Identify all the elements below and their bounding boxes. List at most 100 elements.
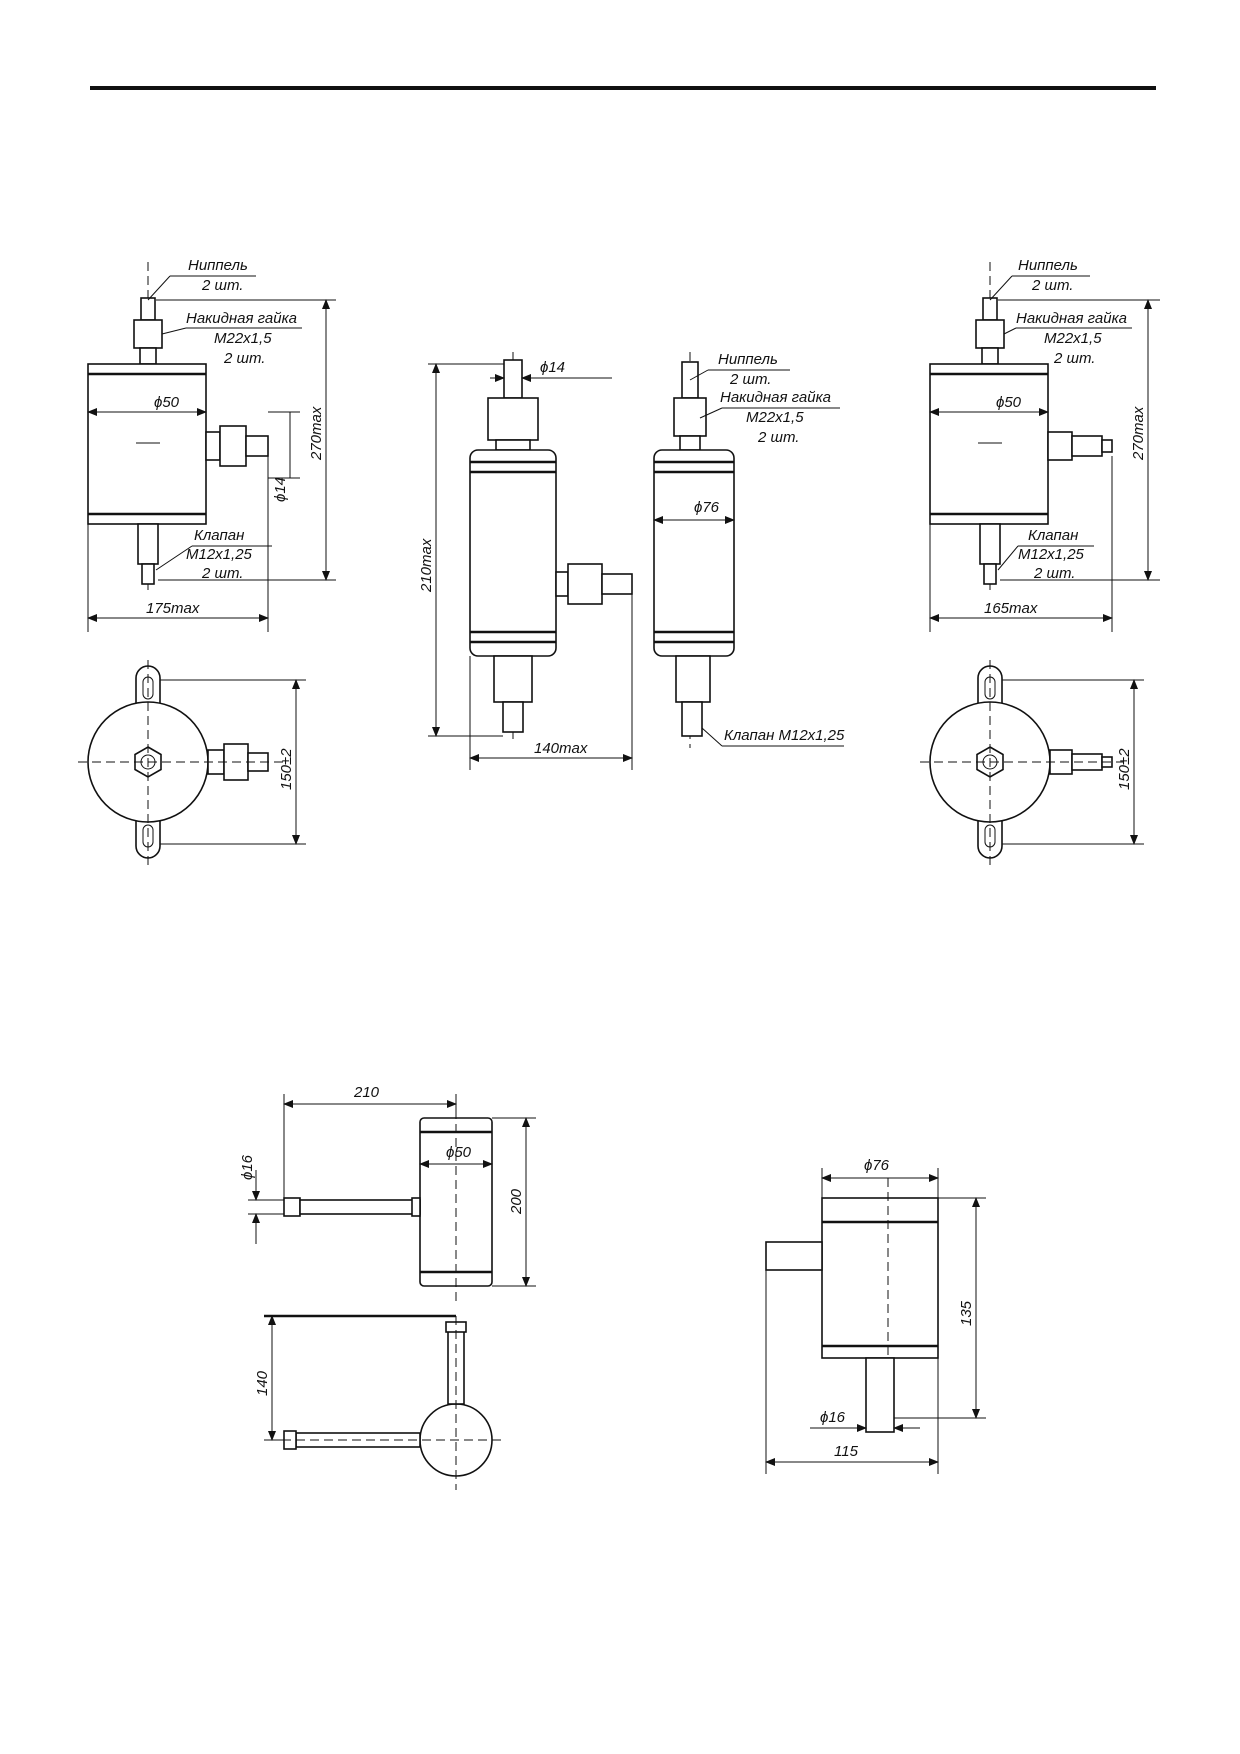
side-tube: [765, 1241, 823, 1271]
leader: [161, 327, 187, 335]
dim-dia-port: ϕ14: [272, 477, 289, 502]
dim-height: 200: [508, 1188, 525, 1215]
side-port-valve: [1071, 435, 1103, 457]
label-valve-thread: M12x1,25: [186, 546, 253, 563]
valve-tip: [502, 701, 524, 733]
dim-height: 270max: [308, 406, 325, 461]
dim-dia-tube: ϕ16: [820, 1409, 846, 1426]
nut-neck: [981, 347, 999, 365]
nut-neck: [139, 347, 157, 365]
dim-dia-body: ϕ76: [694, 499, 720, 516]
label-nut-qty: 2 шт.: [1053, 350, 1095, 367]
leader: [155, 545, 193, 571]
label-nipple: Ниппель: [188, 257, 248, 274]
cylinder-body: [87, 363, 207, 525]
label-nut-qty: 2 шт.: [223, 350, 265, 367]
label-nut-thread: M22x1,5: [1044, 330, 1102, 347]
leader: [997, 545, 1019, 571]
dim-dia-body: ϕ50: [154, 394, 180, 411]
nut-neck: [495, 439, 531, 451]
label-nut: Накидная гайка: [186, 310, 297, 327]
label-nut: Накидная гайка: [1016, 310, 1127, 327]
leader: [147, 275, 171, 301]
leader: [689, 369, 709, 381]
tube: [299, 1199, 421, 1215]
valve-body: [137, 523, 159, 565]
dim-width: 175max: [146, 600, 200, 617]
leader: [699, 407, 723, 419]
label-nipple-qty: 2 шт.: [729, 371, 771, 388]
dim-dia-tube: ϕ16: [239, 1154, 256, 1180]
filter-drier-tall-side-port: ϕ14 210max 140max: [418, 352, 633, 770]
label-valve: Клапан: [194, 527, 244, 544]
valve-tip: [681, 701, 703, 737]
dim-depth: 140: [254, 1370, 271, 1396]
label-nut-qty: 2 шт.: [757, 429, 799, 446]
nipple: [982, 297, 998, 321]
side-port-nut: [567, 563, 603, 605]
header-rule: [90, 86, 1156, 90]
label-valve-qty: 2 шт.: [201, 565, 243, 582]
dim-width: 140max: [534, 740, 588, 757]
dim-length: 210: [353, 1084, 380, 1101]
dim-mount: 150±2: [278, 748, 295, 790]
cylinder-body: [821, 1197, 939, 1359]
nut-neck: [679, 435, 701, 451]
dim-width: 115: [834, 1443, 859, 1460]
cylinder-body: [653, 449, 735, 657]
filter-drier-tall-inline: ϕ76 Ниппель 2 шт. Накидная гайка M22x1,5…: [653, 351, 845, 748]
leader: [1003, 327, 1017, 335]
dim-dia-body: ϕ76: [864, 1157, 890, 1174]
dim-height: 270max: [1130, 406, 1147, 461]
side-port-neck: [205, 431, 221, 461]
cylinder-body: [469, 449, 557, 657]
receiver-plan-view: 140: [254, 1314, 504, 1490]
dim-dia-body: ϕ50: [996, 394, 1022, 411]
side-port-neck: [555, 571, 569, 597]
valve-tip: [983, 563, 997, 585]
label-valve: Клапан M12x1,25: [724, 727, 845, 744]
side-port-neck: [1047, 431, 1073, 461]
dim-dia-body: ϕ50: [446, 1144, 472, 1161]
valve-body: [493, 655, 533, 703]
dim-height: 135: [958, 1300, 975, 1326]
union-nut: [975, 319, 1005, 349]
bottom-tube: [865, 1357, 895, 1433]
dim-dia-port: ϕ14: [540, 359, 565, 376]
filter-drier-plan-view-left: 150±2: [78, 660, 306, 866]
valve-body: [675, 655, 711, 703]
side-port-nipple: [245, 435, 269, 457]
label-nut-thread: M22x1,5: [214, 330, 272, 347]
valve-tip: [141, 563, 155, 585]
label-nipple: Ниппель: [1018, 257, 1078, 274]
filter-drier-side-view-left: ϕ50 ϕ14 270max 175max Ниппель 2 шт. Наки…: [87, 257, 336, 632]
leader: [701, 727, 723, 747]
label-nipple-qty: 2 шт.: [1031, 277, 1073, 294]
receiver-side-view: 210 ϕ50 ϕ16 200: [239, 1084, 536, 1306]
filter-drier-plan-view-right: 150±2: [920, 660, 1144, 866]
tube-end: [283, 1197, 301, 1217]
union-nut: [673, 397, 707, 437]
valve-body: [979, 523, 1001, 565]
tube-flange: [411, 1197, 421, 1217]
label-valve: Клапан: [1028, 527, 1078, 544]
label-valve-qty: 2 шт.: [1033, 565, 1075, 582]
nipple: [503, 359, 523, 399]
dim-width: 165max: [984, 600, 1038, 617]
side-port-tip: [1101, 439, 1113, 453]
label-nut-thread: M22x1,5: [746, 409, 804, 426]
leader: [989, 275, 1013, 301]
union-nut: [487, 397, 539, 441]
label-valve-thread: M12x1,25: [1018, 546, 1085, 563]
nipple: [140, 297, 156, 321]
dim-height: 210max: [418, 538, 435, 593]
label-nut: Накидная гайка: [720, 389, 831, 406]
dim-mount: 150±2: [1116, 748, 1133, 790]
filter-drier-side-view-right: ϕ50 270max 165max Ниппель 2 шт. Накидная…: [929, 257, 1160, 632]
union-nut: [133, 319, 163, 349]
side-port-nipple: [601, 573, 633, 595]
cylinder-body: [929, 363, 1049, 525]
receiver-right: ϕ76 135 ϕ16 115: [765, 1157, 986, 1474]
